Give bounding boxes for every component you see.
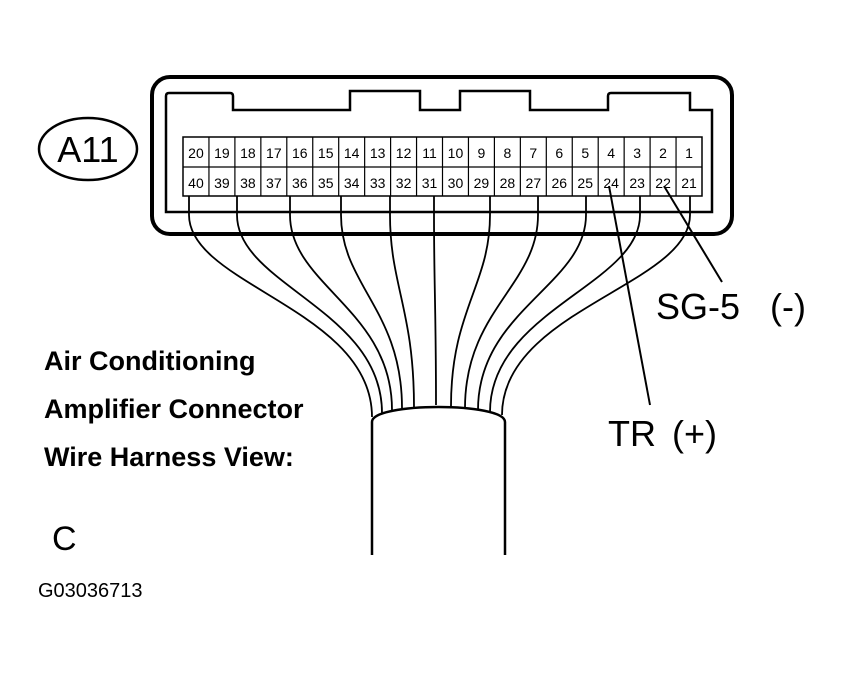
pin-number: 27	[526, 175, 542, 191]
pin-number: 5	[581, 145, 589, 161]
caption-line-2: Amplifier Connector	[44, 394, 304, 424]
pin-number: 32	[396, 175, 412, 191]
pin-number: 22	[655, 175, 671, 191]
harness-wire	[389, 196, 415, 408]
harness-wire	[188, 196, 373, 418]
pin-number: 37	[266, 175, 282, 191]
harness-wire	[340, 196, 403, 409]
pin-number: 13	[370, 145, 386, 161]
harness-wire	[464, 196, 539, 409]
sg5-leader-line	[663, 185, 723, 283]
pin-number: 34	[344, 175, 360, 191]
harness-wire	[501, 196, 691, 416]
pin-number: 29	[474, 175, 490, 191]
harness-wire	[433, 196, 437, 406]
pin-number: 28	[500, 175, 516, 191]
view-letter: C	[52, 520, 77, 558]
pin-number: 15	[318, 145, 334, 161]
pin-number: 25	[577, 175, 593, 191]
tr-name: TR	[608, 413, 656, 454]
pin-number: 40	[188, 175, 204, 191]
caption-line-3: Wire Harness View:	[44, 442, 294, 472]
pin-number: 23	[629, 175, 645, 191]
pin-number: 4	[607, 145, 615, 161]
pin-number: 3	[633, 145, 641, 161]
connector-inner-profile	[164, 89, 714, 214]
pin-number: 33	[370, 175, 386, 191]
tr-polarity: (+)	[672, 413, 717, 454]
wire-bundle	[188, 196, 691, 418]
sg5-name: SG-5	[656, 286, 741, 327]
pin-number: 20	[188, 145, 204, 161]
harness-wire	[450, 196, 491, 407]
pin-number: 18	[240, 145, 256, 161]
harness-wire	[236, 196, 383, 414]
pin-number: 17	[266, 145, 282, 161]
pin-number: 24	[603, 175, 619, 191]
pin-number: 19	[214, 145, 230, 161]
pin-number: 2	[659, 145, 667, 161]
pin-number: 10	[448, 145, 464, 161]
pin-number: 6	[555, 145, 563, 161]
pin-number: 16	[292, 145, 308, 161]
terminal-sg5-label: SG-5 (-)	[656, 286, 806, 328]
connector-housing	[150, 75, 734, 236]
terminal-tr-label: TR (+)	[608, 413, 717, 455]
pin-number: 1	[685, 145, 693, 161]
pin-number: 12	[396, 145, 412, 161]
caption-line-1: Air Conditioning	[44, 346, 256, 376]
pin-number: 30	[448, 175, 464, 191]
harness-wire	[477, 196, 587, 411]
harness-wire	[289, 196, 393, 411]
pin-number: 38	[240, 175, 256, 191]
pin-number: 31	[422, 175, 438, 191]
harness-wire	[489, 196, 641, 413]
pin-number: 21	[681, 175, 697, 191]
harness-sleeve	[370, 405, 507, 555]
tr-leader-line	[608, 185, 651, 406]
connector-id-oval	[37, 116, 139, 182]
pin-number: 26	[551, 175, 567, 191]
connector-id: A11	[57, 129, 118, 170]
sg5-polarity: (-)	[770, 286, 806, 327]
pin-number: 39	[214, 175, 230, 191]
pin-number: 14	[344, 145, 360, 161]
pin-number: 36	[292, 175, 308, 191]
pin-number: 11	[422, 145, 437, 161]
pin-number: 35	[318, 175, 334, 191]
pin-number: 7	[529, 145, 537, 161]
pin-number: 8	[503, 145, 511, 161]
pin-number: 9	[478, 145, 486, 161]
figure-id: G03036713	[38, 580, 143, 602]
